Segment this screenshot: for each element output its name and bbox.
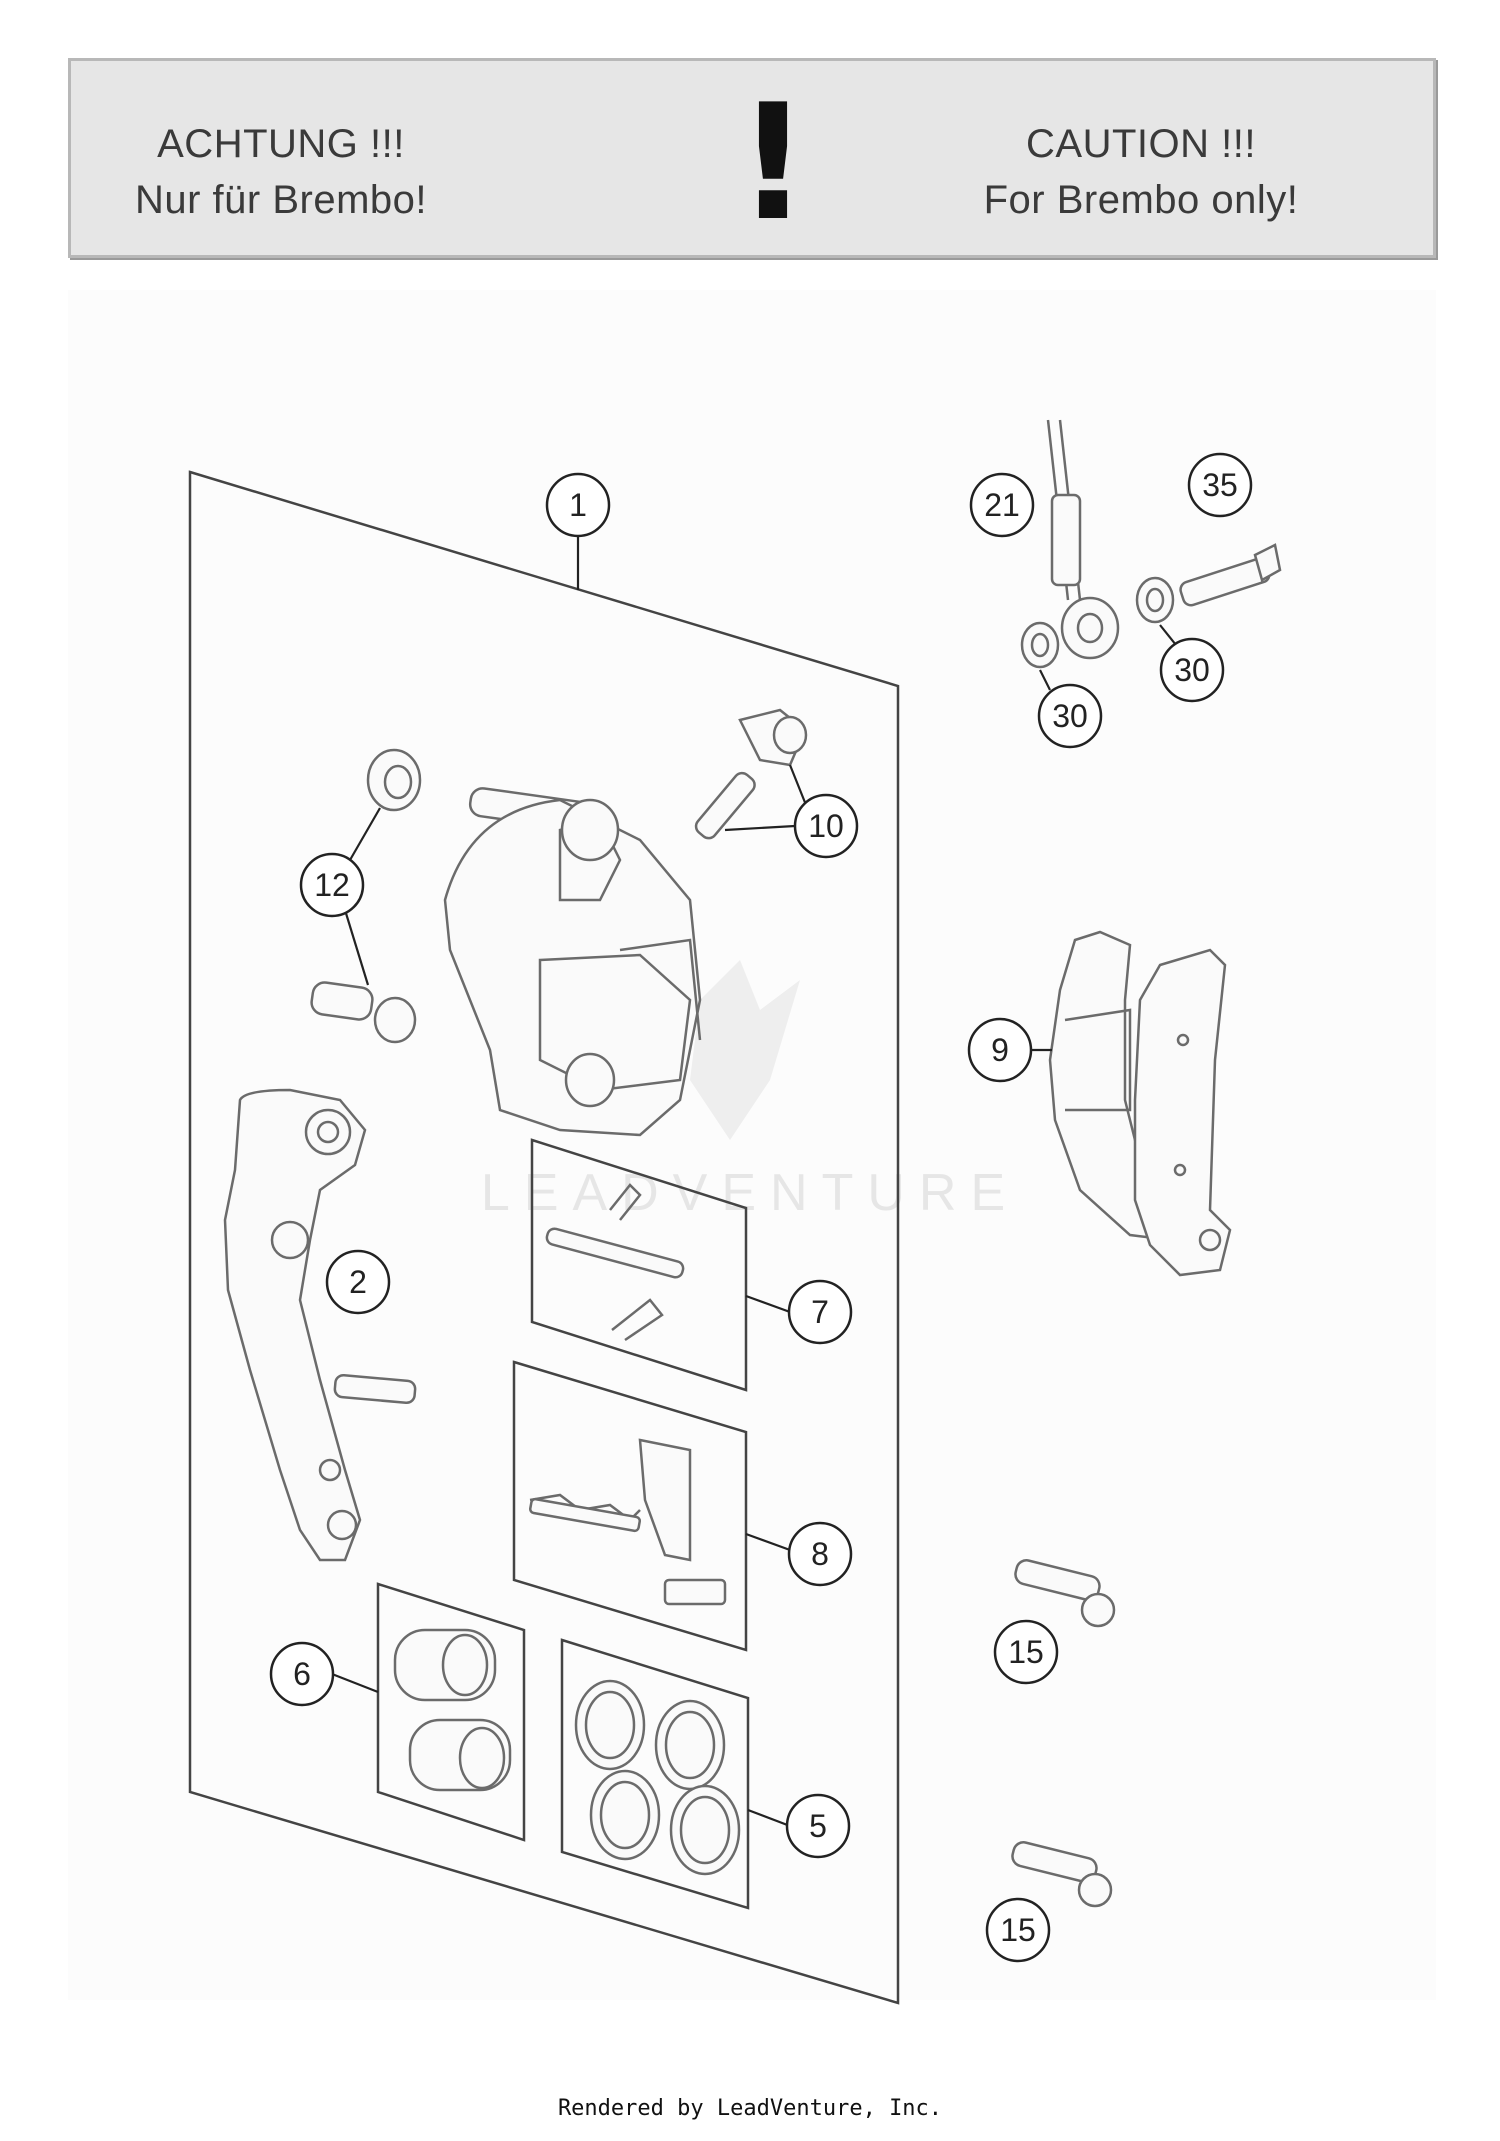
callout-5: 5: [785, 1793, 851, 1859]
part-8-pad-spring: [529, 1438, 727, 1606]
callout-30-left: 30: [1037, 683, 1103, 749]
watermark-text: LEADVENTURE: [481, 1164, 1019, 1222]
part-35-banjo-bolt: [1179, 543, 1282, 607]
part-9-brake-pads: [1048, 930, 1232, 1277]
svg-text:1: 1: [569, 487, 587, 523]
callout-6: 6: [269, 1641, 335, 1707]
svg-text:10: 10: [808, 808, 844, 844]
svg-text:21: 21: [984, 487, 1020, 523]
callout-21: 21: [969, 472, 1035, 538]
callout-8: 8: [787, 1521, 853, 1587]
leader-12b: [343, 909, 370, 986]
svg-text:7: 7: [811, 1294, 829, 1330]
part-6-pistons: [393, 1628, 512, 1792]
svg-text:2: 2: [349, 1264, 367, 1300]
callout-35: 35: [1187, 452, 1253, 518]
part-21-brake-line: [1046, 419, 1120, 660]
callout-10: 10: [793, 793, 859, 859]
part-15-bolt-lower: [1011, 1841, 1113, 1908]
callout-7: 7: [787, 1279, 853, 1345]
callout-15-upper: 15: [993, 1619, 1059, 1685]
part-10-bleeder-valve: [694, 708, 808, 840]
callout-1: 1: [545, 472, 611, 538]
leader-6: [331, 1672, 379, 1694]
english-warning-text: For Brembo only!: [983, 178, 1299, 222]
callout-12: 12: [299, 852, 365, 918]
svg-text:15: 15: [1000, 1912, 1036, 1948]
svg-text:6: 6: [293, 1656, 311, 1692]
english-warning: CAUTION !!! For Brembo only!: [921, 116, 1361, 228]
german-warning-text: Nur für Brembo!: [134, 178, 428, 222]
footer-credit: Rendered by LeadVenture, Inc.: [557, 2096, 943, 2121]
svg-text:35: 35: [1202, 467, 1238, 503]
callout-15-lower: 15: [985, 1897, 1051, 1963]
caliper-kit-frame: [188, 470, 900, 2005]
svg-text:5: 5: [809, 1808, 827, 1844]
caliper-body: [443, 787, 702, 1137]
leader-5: [747, 1808, 791, 1828]
part-15-bolt-upper: [1014, 1559, 1116, 1628]
svg-text:12: 12: [314, 867, 350, 903]
part-6-kit-box: [376, 1582, 526, 1842]
callout-2: 2: [325, 1249, 391, 1315]
callout-30-right: 30: [1159, 637, 1225, 703]
svg-text:30: 30: [1174, 652, 1210, 688]
part-2-caliper-bracket: [223, 1088, 417, 1562]
part-7-kit-box: [530, 1138, 748, 1392]
leader-7: [745, 1294, 791, 1314]
part-5-seal-kit: [574, 1679, 741, 1876]
leader-12a: [349, 807, 381, 861]
english-warning-title: CAUTION !!!: [1026, 122, 1256, 166]
watermark: LEADVENTURE: [481, 960, 1019, 1222]
part-12-bleed-cap: [310, 748, 422, 1044]
part-8-kit-box: [512, 1360, 748, 1652]
exclamation-icon: !: [736, 69, 810, 256]
callout-9: 9: [967, 1017, 1033, 1083]
leader-30a: [1039, 669, 1051, 691]
svg-text:9: 9: [991, 1032, 1009, 1068]
part-30-washers: [1020, 576, 1175, 669]
svg-text:8: 8: [811, 1536, 829, 1572]
part-5-kit-box: [560, 1638, 750, 1910]
watermark-logo-icon: [690, 960, 800, 1140]
leader-8: [745, 1532, 791, 1552]
part-7-pin-and-clips: [545, 1183, 685, 1342]
caution-banner: ACHTUNG !!! Nur für Brembo! ! CAUTION !!…: [68, 58, 1436, 258]
german-warning-title: ACHTUNG !!!: [157, 122, 405, 166]
german-warning: ACHTUNG !!! Nur für Brembo!: [61, 116, 501, 228]
svg-text:30: 30: [1052, 698, 1088, 734]
leader-10b: [724, 824, 796, 832]
svg-text:15: 15: [1008, 1634, 1044, 1670]
